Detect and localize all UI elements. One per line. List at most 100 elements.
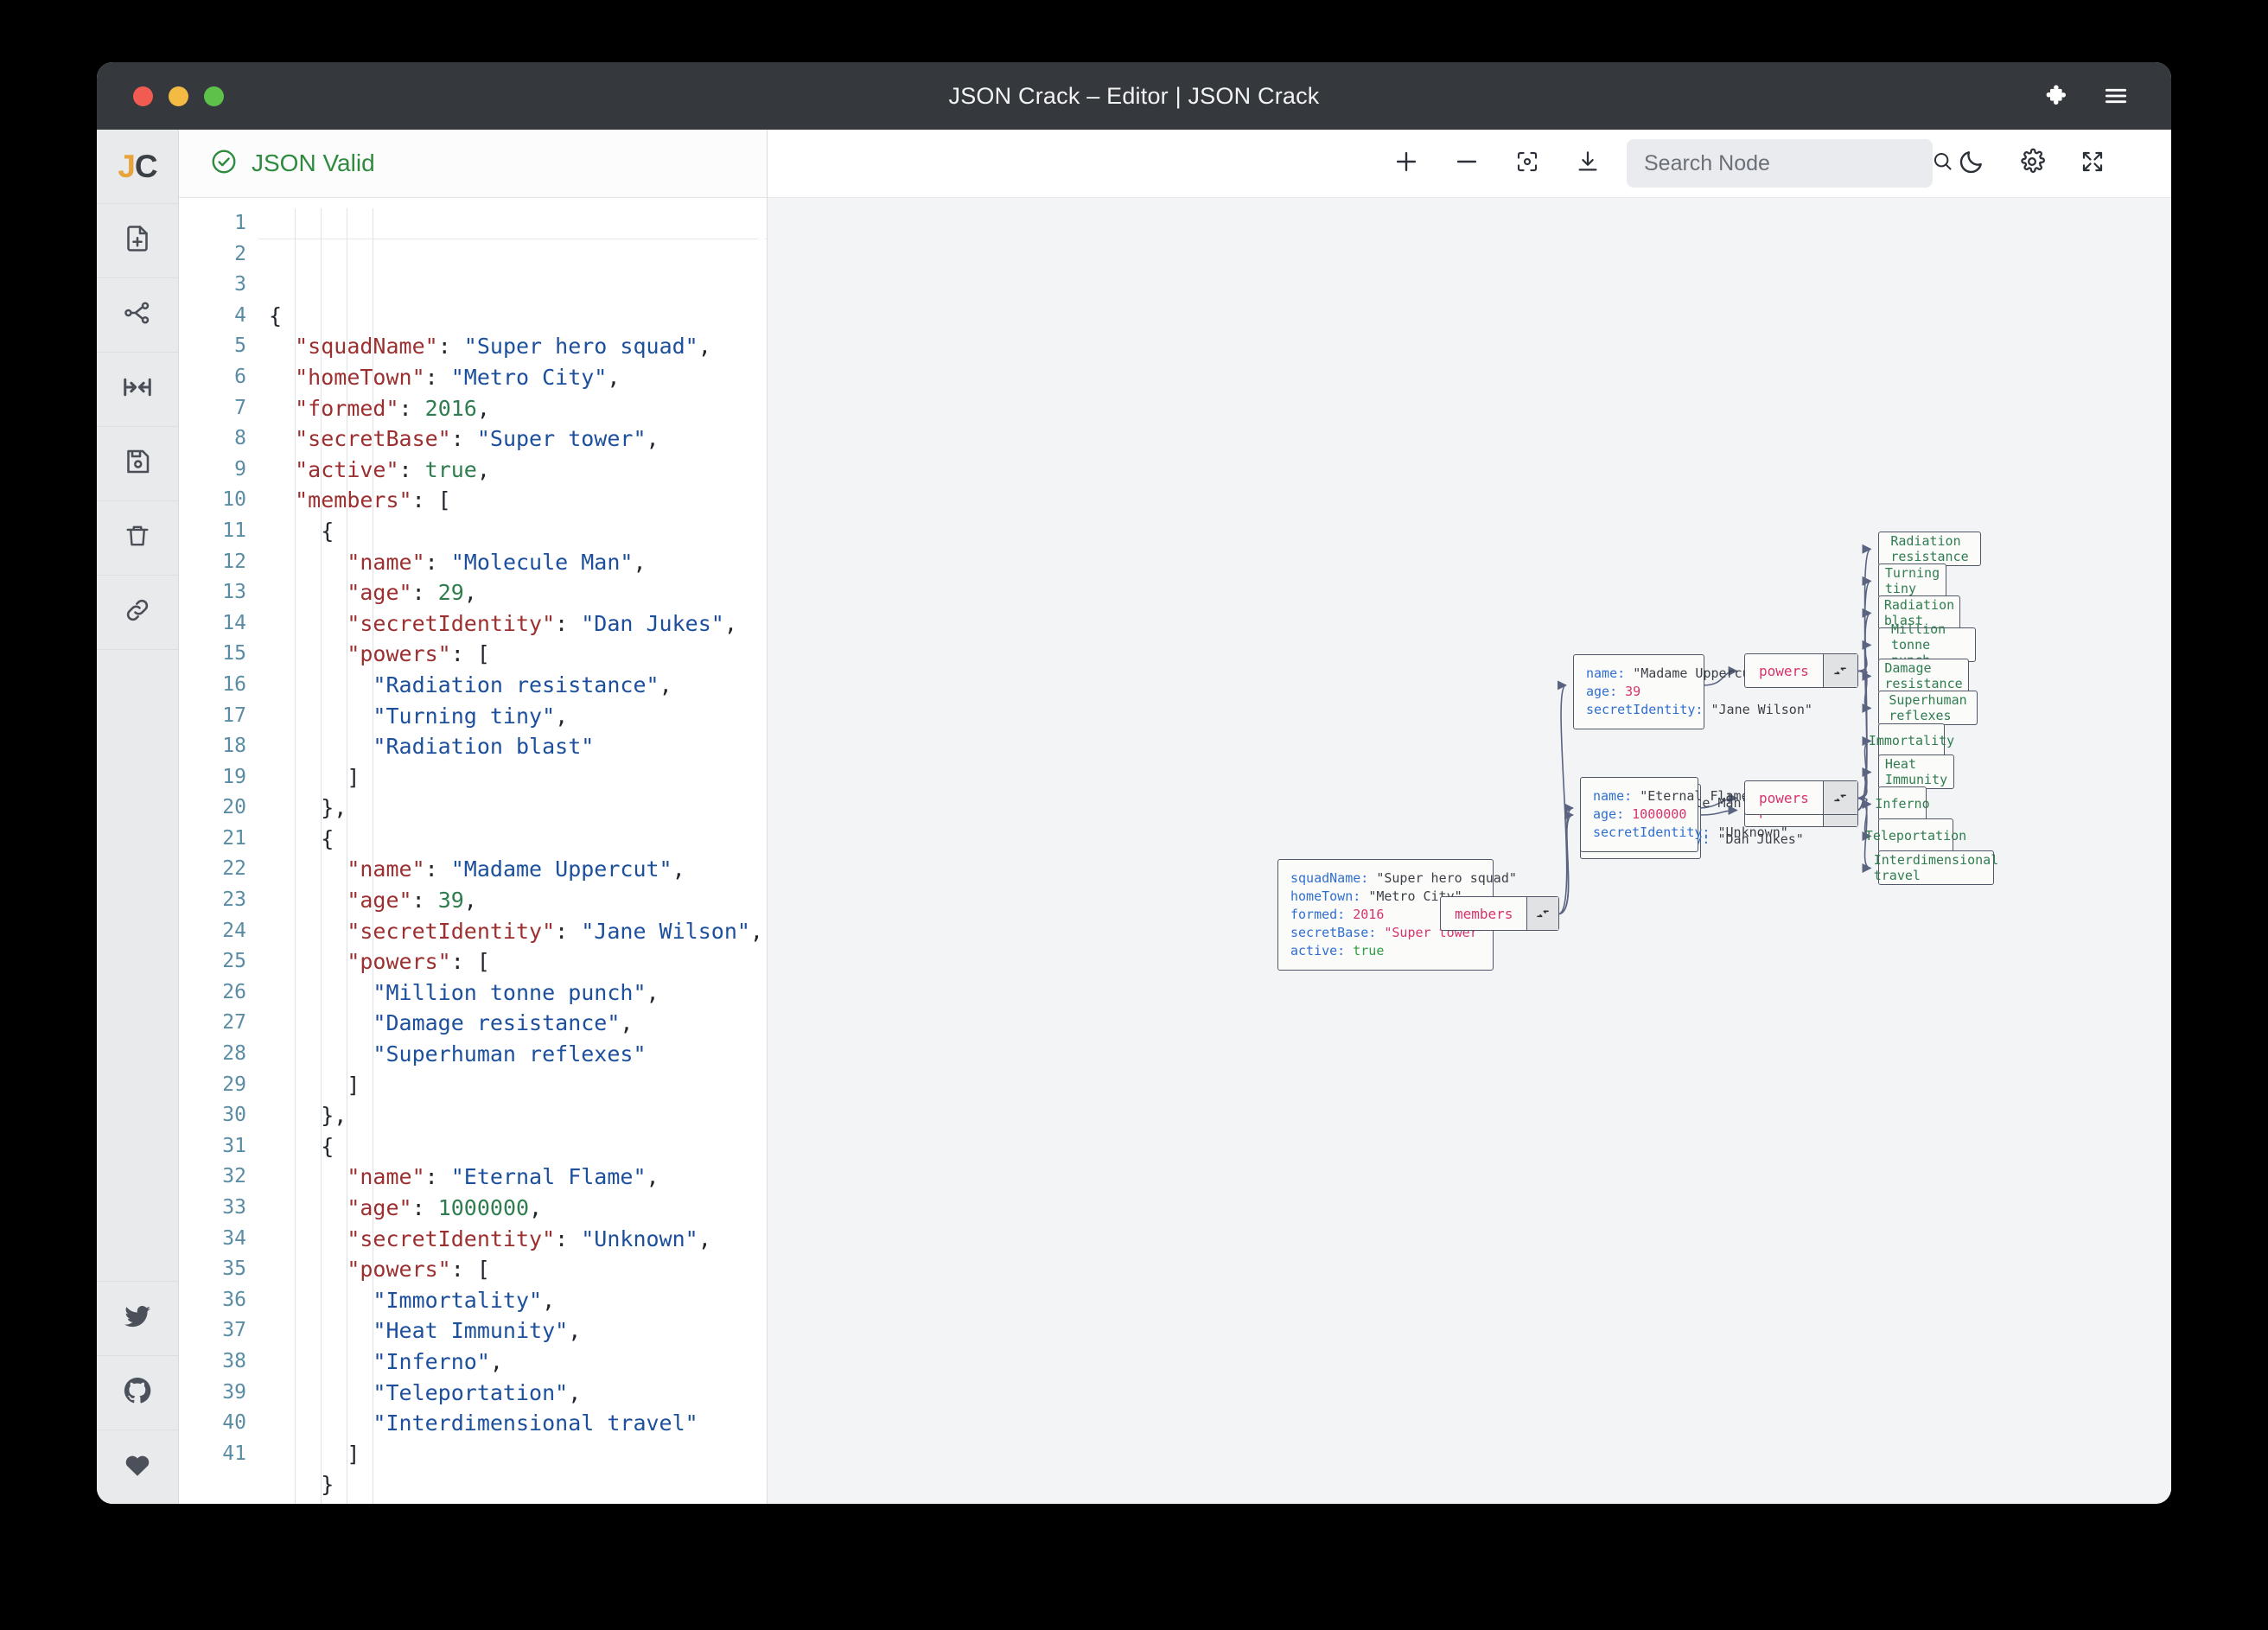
root-node[interactable]: squadName: "Super hero squad"homeTown: "… [1277,859,1517,971]
code-token: "secretIdentity" [347,610,556,636]
code-line[interactable]: "formed": 2016, [269,393,767,424]
code-line[interactable]: "secretIdentity": "Jane Wilson", [269,916,767,947]
power-leaf-0-2[interactable]: Radiation blast [1878,595,1960,630]
sidebar-item-graph[interactable] [97,278,178,353]
code-line[interactable]: ] [269,1500,767,1504]
power-leaf-2-3[interactable]: Teleportation [1865,818,1966,853]
code-line[interactable]: "secretBase": "Super tower", [269,423,767,455]
minimize-window-button[interactable] [169,86,188,106]
code-line[interactable]: "name": "Eternal Flame", [269,1162,767,1193]
code-line[interactable]: "active": true, [269,455,767,486]
leaf-label: Radiation resistance [1890,533,1969,564]
property-value: 39 [1625,684,1641,699]
line-number: 33 [222,1196,246,1219]
power-leaf-2-1[interactable]: Heat Immunity [1878,755,1954,789]
line-number: 10 [222,488,246,512]
code-line[interactable]: "Interdimensional travel" [269,1408,767,1439]
code-line[interactable]: ] [269,1439,767,1470]
code-line[interactable]: "secretIdentity": "Unknown", [269,1224,767,1255]
puzzle-piece-icon[interactable] [2042,83,2067,109]
center-view-button[interactable] [1497,133,1558,194]
line-number: 27 [222,1011,246,1035]
power-leaf-1-1[interactable]: Damage resistance [1878,659,1969,693]
close-window-button[interactable] [133,86,153,106]
code-line[interactable]: "Immortality", [269,1285,767,1316]
collapse-toggle-icon[interactable] [1822,781,1857,814]
line-number: 5 [234,334,246,358]
power-leaf-1-0[interactable]: Million tonne punch [1878,621,1976,668]
search-icon[interactable] [1931,150,1954,177]
power-leaf-0-0[interactable]: Radiation resistance [1878,532,1981,566]
app-logo[interactable]: JC [97,130,178,204]
code-line[interactable]: "powers": [ [269,639,767,670]
code-line[interactable]: "name": "Molecule Man", [269,547,767,578]
graph-canvas[interactable]: squadName: "Super hero squad"homeTown: "… [768,198,2171,1504]
power-leaf-2-2[interactable]: Inferno [1875,786,1930,821]
power-leaf-0-1[interactable]: Turning tiny [1878,563,1946,598]
code-content[interactable]: { "squadName": "Super hero squad", "home… [258,198,767,1504]
code-line[interactable]: "Radiation blast" [269,731,767,762]
code-line[interactable]: ] [269,1070,767,1101]
hamburger-menu-icon[interactable] [2102,82,2130,110]
zoom-in-button[interactable] [1376,133,1437,194]
code-line[interactable]: { [269,301,767,332]
powers-node-2[interactable]: powers [1744,780,1858,815]
power-leaf-2-0[interactable]: Immortality [1869,723,1954,758]
sidebar-item-delete[interactable] [97,501,178,576]
fullscreen-button[interactable] [2062,133,2123,194]
logo-letter-j: J [118,148,136,184]
sidebar-item-collapse[interactable] [97,353,178,427]
powers-node-1[interactable]: powers [1744,653,1858,688]
code-line[interactable]: "age": 39, [269,885,767,916]
code-line[interactable]: "Turning tiny", [269,701,767,732]
search-input[interactable] [1642,150,1924,177]
settings-button[interactable] [2002,133,2062,194]
code-line[interactable]: "Inferno", [269,1347,767,1378]
code-line[interactable]: "secretIdentity": "Dan Jukes", [269,608,767,640]
sidebar-item-share-link[interactable] [97,576,178,650]
code-line[interactable]: "Teleportation", [269,1378,767,1409]
members-node[interactable]: members [1440,896,1559,931]
code-line[interactable]: "Damage resistance", [269,1008,767,1039]
collapse-toggle-icon[interactable] [1526,897,1558,930]
sidebar-item-github[interactable] [97,1355,178,1429]
code-line[interactable]: "powers": [ [269,946,767,977]
code-line[interactable]: "age": 29, [269,577,767,608]
sidebar-item-sponsor[interactable] [97,1429,178,1504]
code-line[interactable]: "name": "Madame Uppercut", [269,854,767,885]
code-line[interactable]: "Superhuman reflexes" [269,1039,767,1070]
code-line[interactable]: "members": [ [269,485,767,516]
collapse-toggle-icon[interactable] [1822,654,1857,687]
code-line[interactable]: }, [269,1100,767,1131]
sidebar-item-twitter[interactable] [97,1281,178,1355]
code-line[interactable]: ] [269,762,767,793]
power-leaf-2-4[interactable]: Interdimensional travel [1874,850,1998,885]
maximize-window-button[interactable] [204,86,224,106]
code-line[interactable]: "squadName": "Super hero squad", [269,331,767,362]
power-leaf-1-2[interactable]: Superhuman reflexes [1878,691,1978,725]
sidebar-item-new-file[interactable] [97,204,178,278]
sidebar-item-save[interactable] [97,427,178,501]
line-number: 2 [234,242,246,265]
zoom-out-button[interactable] [1437,133,1497,194]
search-node-box[interactable] [1627,139,1952,188]
code-line[interactable]: { [269,516,767,547]
code-line[interactable]: "homeTown": "Metro City", [269,362,767,393]
code-line[interactable]: "Heat Immunity", [269,1315,767,1347]
editor-scrollbar[interactable] [758,198,765,1504]
code-line[interactable]: "age": 1000000, [269,1193,767,1224]
code-line[interactable]: "Million tonne punch", [269,977,767,1009]
download-button[interactable] [1558,133,1618,194]
code-line[interactable]: "powers": [ [269,1254,767,1285]
code-line[interactable]: } [269,1469,767,1500]
code-line[interactable]: { [269,824,767,855]
theme-toggle-button[interactable] [1941,133,2002,194]
code-line[interactable]: { [269,1131,767,1162]
code-token: , [476,456,490,482]
code-line[interactable]: "Radiation resistance", [269,670,767,701]
line-number: 32 [222,1165,246,1188]
code-line[interactable]: }, [269,793,767,824]
